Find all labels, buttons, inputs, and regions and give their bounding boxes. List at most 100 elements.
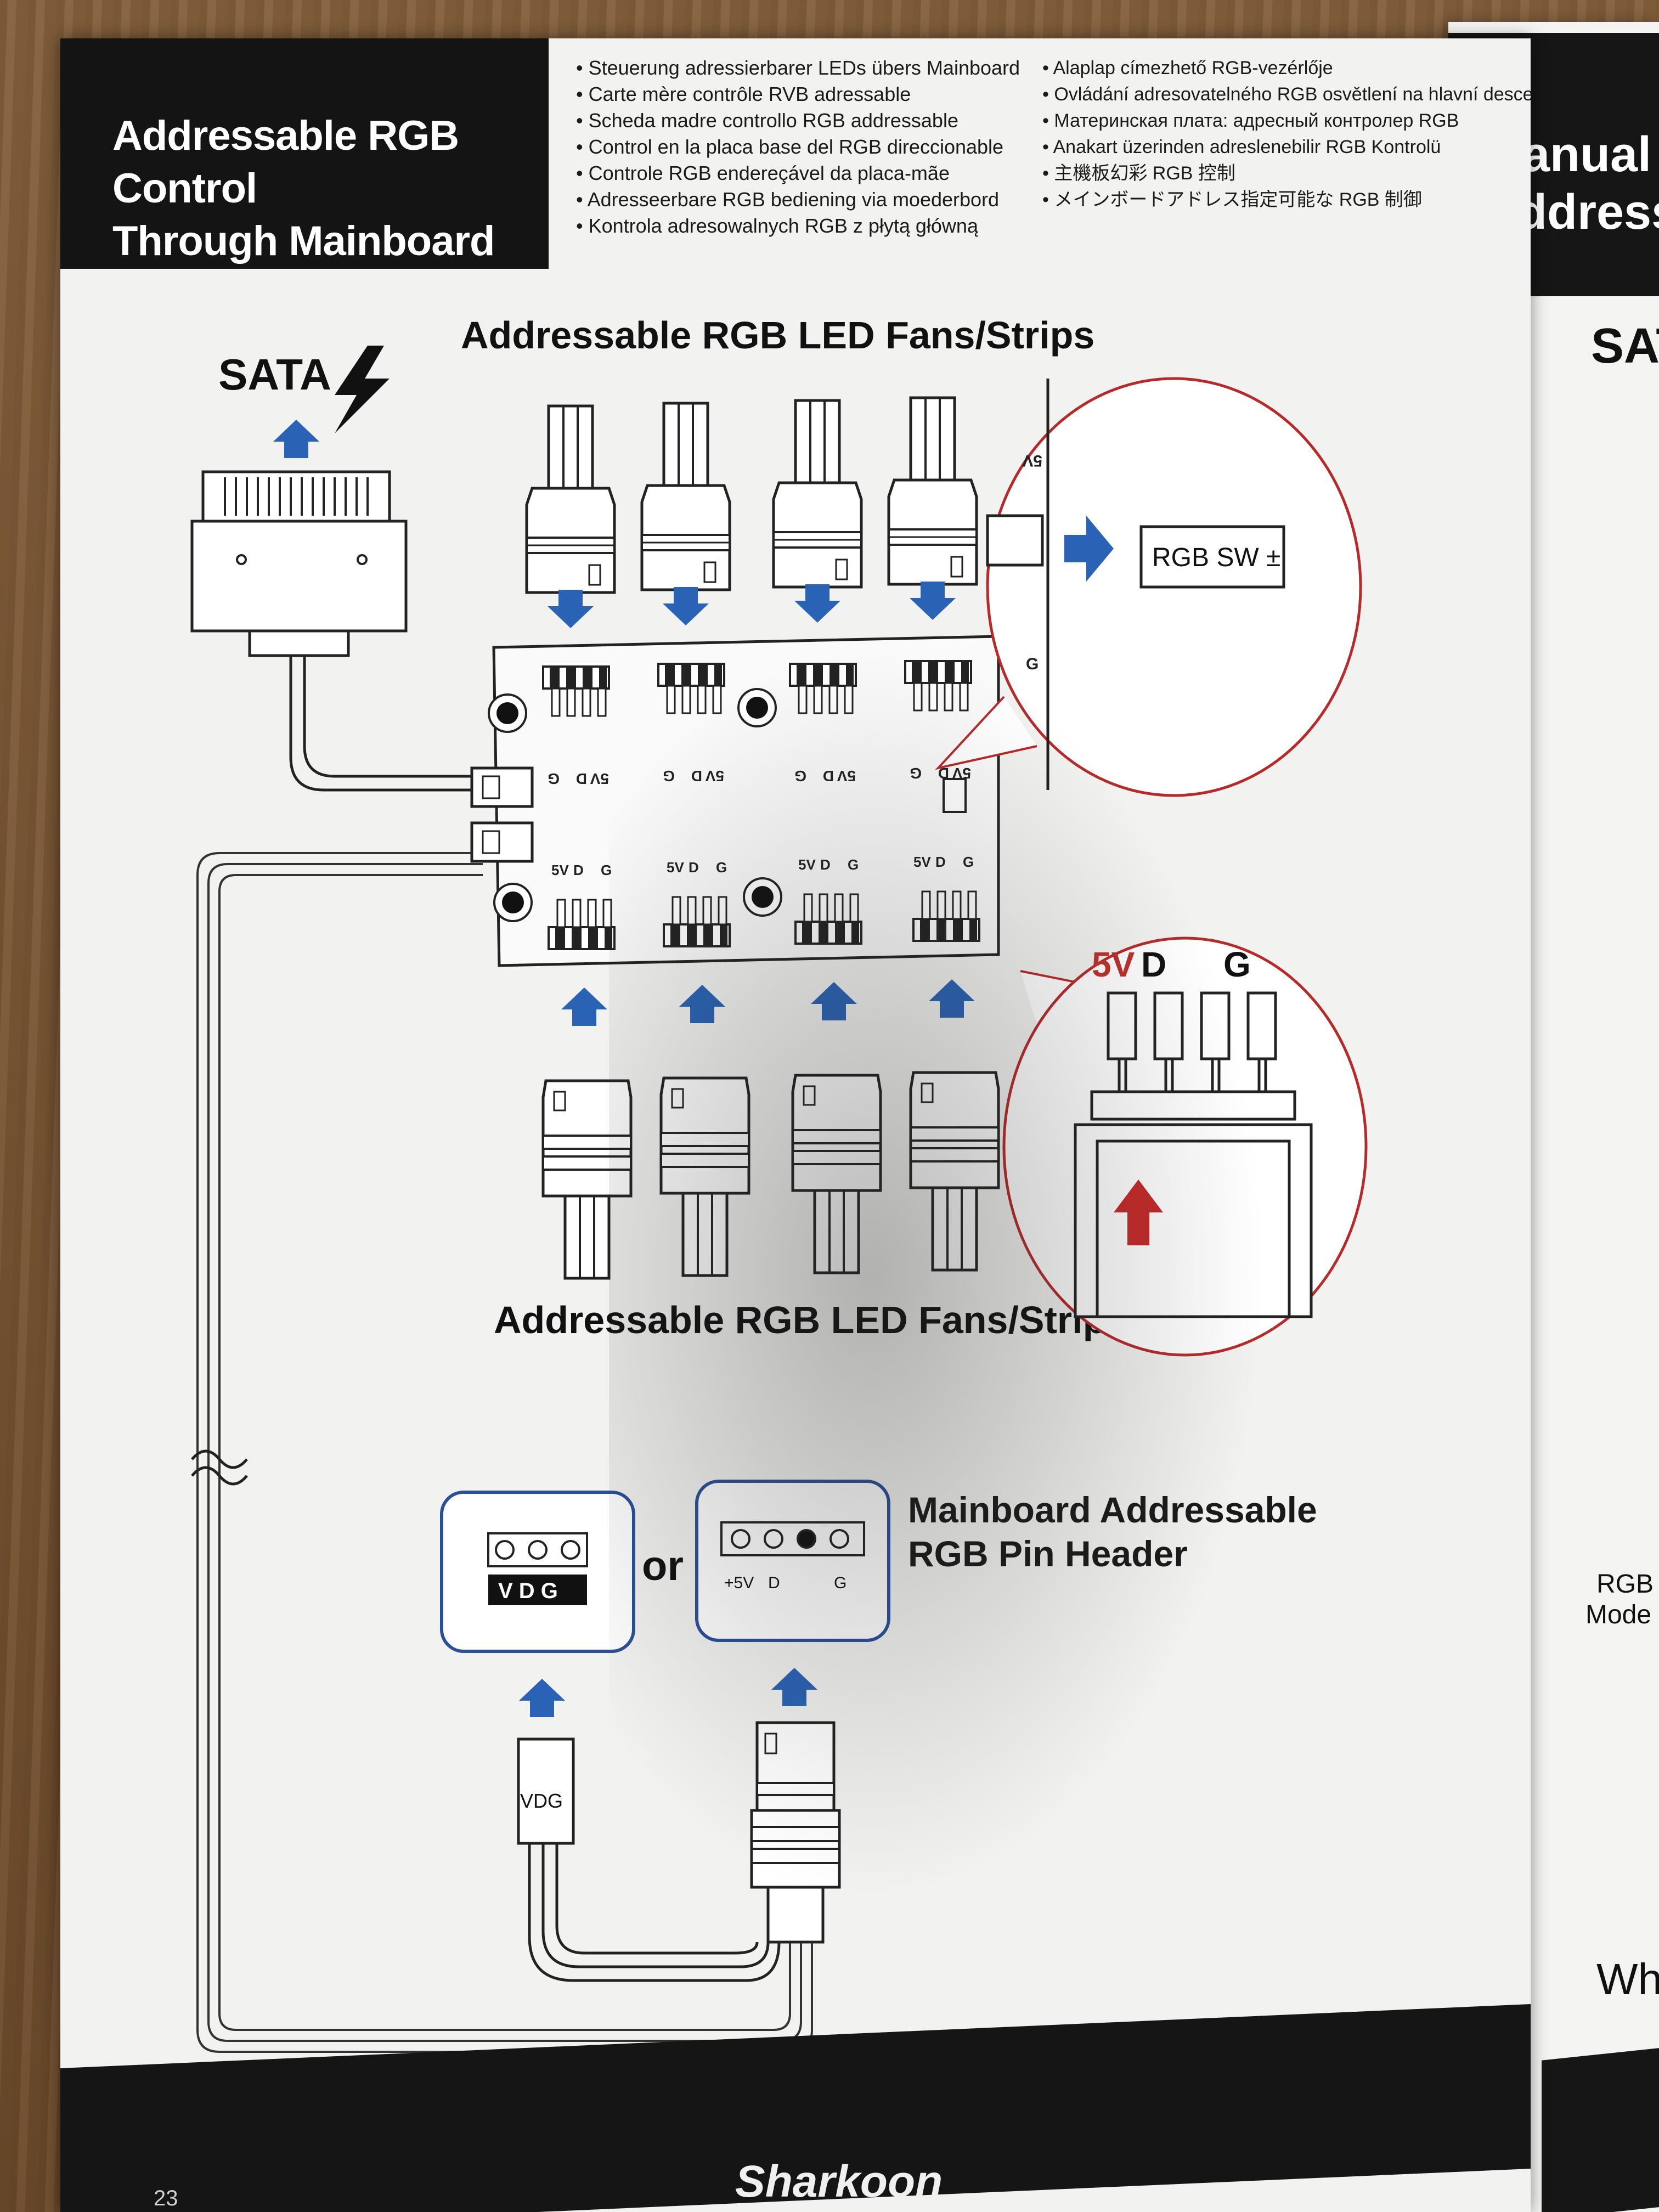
svg-text:5V: 5V — [590, 770, 609, 787]
svg-text:G: G — [548, 770, 560, 787]
svg-text:D: D — [820, 856, 831, 873]
loop-cable — [196, 852, 813, 2053]
lang-item: Alaplap címezhető RGB-vezérlője — [1042, 55, 1531, 81]
zoom-rgb-switch: RGB SW ± G 5V — [935, 377, 1362, 797]
lang-item: Controle RGB endereçável da placa-mãe — [576, 160, 1020, 187]
lang-item: Материнская плата: адресный контролер RG… — [1042, 108, 1531, 134]
page-title: Addressable RGB Control Through Mainboar… — [112, 112, 495, 264]
svg-text:D: D — [689, 859, 699, 876]
page-number: 23 — [154, 2186, 178, 2210]
header-block: Addressable RGB Control Through Mainboar… — [60, 38, 549, 269]
top-led-connector — [889, 398, 977, 584]
bottom-fans-label: Addressable RGB LED Fans/Strips — [494, 1299, 1127, 1341]
5vdg-header: +5V D G — [695, 1480, 890, 1642]
svg-text:D: D — [823, 768, 834, 785]
power-bolt-icon — [335, 346, 390, 433]
svg-text:VDG: VDG — [520, 1790, 563, 1812]
bottom-led-connector — [911, 1073, 998, 1270]
svg-text:5V: 5V — [913, 854, 931, 870]
lang-item: Kontrola adresowalnych RGB z płytą główn… — [576, 213, 1020, 239]
arrow-down-icon — [794, 584, 840, 623]
arrow-up-icon — [679, 985, 725, 1023]
lang-item: メインボードアドレス指定可能な RGB 制御 — [1042, 187, 1531, 213]
arrow-up-icon — [811, 982, 857, 1020]
or-label: or — [642, 1543, 684, 1589]
svg-text:G: G — [910, 765, 922, 782]
svg-text:G: G — [848, 856, 859, 873]
svg-text:5V: 5V — [667, 859, 684, 876]
svg-text:5V: 5V — [837, 768, 856, 785]
arrow-up-icon — [929, 979, 975, 1018]
lang-item: Control en la placa base del RGB direcci… — [576, 134, 1020, 160]
next-page-rgb: RGB — [1596, 1570, 1654, 1599]
svg-text:G: G — [663, 768, 675, 785]
arrow-up-icon — [561, 988, 607, 1026]
arrow-up-red-icon — [1114, 1180, 1163, 1245]
top-fans-label: Addressable RGB LED Fans/Strips — [461, 314, 1094, 357]
svg-text:5V: 5V — [1092, 945, 1135, 984]
next-page-mode: Mode — [1585, 1600, 1652, 1629]
svg-text:5V: 5V — [551, 862, 569, 878]
sata-label: SATA — [218, 350, 331, 399]
vdg-connector: VDG — [517, 1737, 781, 1982]
bottom-led-connector — [543, 1081, 631, 1278]
arrow-up-icon — [771, 1668, 817, 1706]
sata-arrow-icon — [273, 420, 319, 458]
zoom-pin-order: 5V D G — [1002, 936, 1368, 1357]
svg-text:G: G — [963, 854, 974, 870]
lang-item: Adresseerbare RGB bediening via moederbo… — [576, 187, 1020, 213]
next-page-footer — [1542, 2045, 1659, 2212]
svg-text:G: G — [601, 862, 612, 878]
svg-text:G: G — [1026, 655, 1039, 673]
lang-item: 主機板幻彩 RGB 控制 — [1042, 160, 1531, 187]
svg-text:D: D — [691, 768, 702, 785]
next-page-sata: SAT — [1591, 319, 1659, 374]
lang-item: Anakart üzerinden adreslenebilir RGB Kon… — [1042, 134, 1531, 160]
wiring-diagram: SATA — [190, 314, 1368, 2053]
svg-text:D: D — [573, 862, 584, 878]
svg-text:5V: 5V — [798, 856, 816, 873]
bottom-led-connector — [661, 1078, 749, 1276]
svg-text:G: G — [834, 1574, 847, 1592]
lang-item: Scheda madre controllo RGB addressable — [576, 108, 1020, 134]
top-led-connector — [774, 400, 861, 587]
rgb-sw-button — [1139, 525, 1285, 589]
arrow-right-icon — [1064, 516, 1114, 582]
bottom-led-connector — [793, 1075, 881, 1273]
arrow-down-icon — [663, 587, 709, 625]
top-led-connector — [527, 406, 614, 592]
language-list-2: Alaplap címezhető RGB-vezérlője Ovládání… — [1042, 55, 1531, 213]
svg-text:RGB SW ±: RGB SW ± — [1152, 543, 1280, 572]
svg-text:D: D — [768, 1574, 780, 1592]
lang-item: Carte mère contrôle RVB adressable — [576, 81, 1020, 108]
svg-text:D: D — [938, 765, 949, 782]
language-list-1: Steuerung adressierbarer LEDs übers Main… — [576, 55, 1020, 239]
next-page-wh: Wh — [1596, 1955, 1659, 2004]
manual-page: Addressable RGB Control Through Mainboar… — [60, 38, 1531, 2212]
lang-item: Ovládání adresovatelného RGB osvětlení n… — [1042, 81, 1531, 108]
sharkoon-logo: Sharkoon — [735, 2157, 943, 2207]
svg-text:D: D — [1141, 945, 1166, 984]
svg-text:G: G — [794, 768, 806, 785]
cable-break-icon — [191, 1449, 248, 1469]
mainboard-label: Mainboard Addressable — [908, 1489, 1317, 1530]
svg-text:5V: 5V — [952, 765, 971, 782]
arrow-up-icon — [519, 1679, 565, 1717]
mainboard-label: RGB Pin Header — [908, 1533, 1188, 1574]
svg-text:D: D — [935, 854, 946, 870]
top-led-connector — [642, 403, 730, 590]
svg-text:5V: 5V — [1022, 452, 1042, 470]
lang-item: Steuerung adressierbarer LEDs übers Main… — [576, 55, 1020, 81]
arrow-down-icon — [910, 582, 956, 620]
svg-text:+5V: +5V — [724, 1574, 754, 1592]
argb-connector — [750, 1721, 841, 1944]
svg-text:G: G — [1223, 945, 1251, 984]
sata-connector — [190, 470, 408, 657]
svg-text:D: D — [576, 770, 587, 787]
vdg-header: V D G — [440, 1491, 635, 1653]
svg-text:V D G: V D G — [498, 1579, 558, 1603]
arrow-down-icon — [548, 590, 594, 628]
sata-cable — [289, 656, 483, 792]
svg-text:G: G — [716, 859, 727, 876]
svg-text:5V: 5V — [705, 768, 724, 785]
